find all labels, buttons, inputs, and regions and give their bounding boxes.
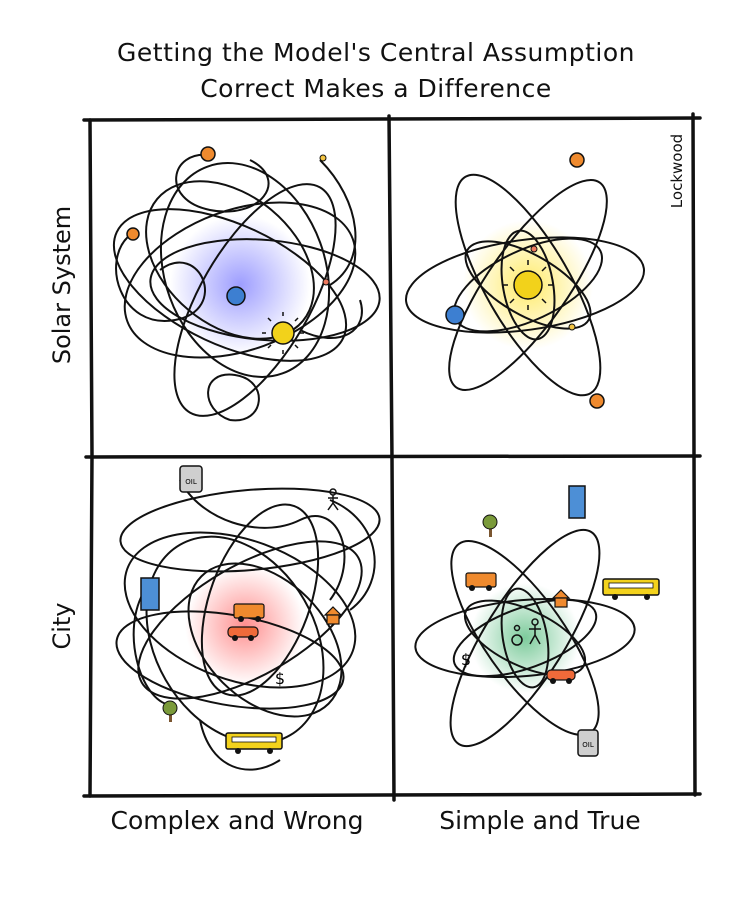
planet-icon (590, 394, 604, 408)
quadrant-city-simple: $ OIL (412, 486, 659, 765)
dollar-icon: $ (461, 650, 471, 669)
small-planet-icon (569, 324, 575, 330)
truck-icon (466, 573, 496, 591)
car-icon (547, 670, 575, 684)
oil-barrel-label: OIL (582, 741, 594, 749)
ringed-planet-icon (570, 153, 584, 167)
oil-barrel-label: OIL (185, 478, 197, 486)
quadrant-solar-complex (91, 139, 384, 440)
small-planet-icon (320, 155, 326, 161)
office-building-icon (141, 578, 159, 610)
dollar-icon: $ (275, 669, 285, 688)
earth-icon (446, 306, 464, 324)
house-icon (325, 607, 341, 624)
oil-barrel-icon: OIL (578, 730, 598, 756)
bus-icon (226, 733, 282, 754)
tree-icon (483, 515, 497, 537)
quadrant-solar-simple (400, 153, 650, 414)
oil-barrel-icon: OIL (180, 466, 202, 492)
planet-icon (201, 147, 215, 161)
small-planet-icon (323, 279, 329, 285)
office-building-icon (569, 486, 585, 518)
earth-icon (227, 287, 245, 305)
bus-icon (603, 579, 659, 600)
small-planet-icon (531, 246, 537, 252)
quadrant-city-complex: OIL $ (103, 466, 385, 775)
tree-icon (163, 701, 177, 722)
ringed-planet-icon (127, 228, 139, 240)
